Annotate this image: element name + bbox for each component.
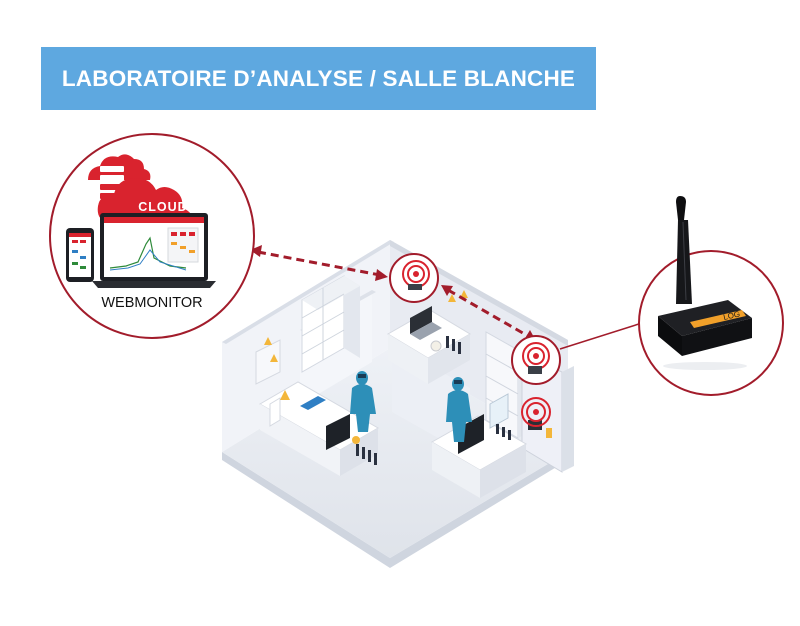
data-logger-antenna-icon: LOG [658, 196, 752, 370]
callout-line-device [559, 322, 643, 350]
laptop-icon [92, 213, 216, 288]
lab-room-illustration [222, 240, 574, 568]
data-link-cloud-to-sensor [250, 245, 388, 281]
cloud-icon [97, 178, 193, 222]
data-logger-callout: LOG [638, 196, 784, 396]
wireless-sensor-icon [389, 253, 439, 303]
device-label: LOG [722, 309, 740, 322]
webmonitor-label: WEBMONITOR [101, 295, 202, 311]
cloud-label: CLOUD [138, 200, 187, 214]
title-banner [41, 47, 596, 110]
scientist-figure [446, 377, 472, 442]
title-banner-text-box: LABORATOIRE D’ANALYSE / SALLE BLANCHE [41, 47, 596, 110]
cloud-webmonitor-callout: CLOUD WEBMONITOR [49, 133, 255, 339]
page-title: LABORATOIRE D’ANALYSE / SALLE BLANCHE [61, 65, 576, 91]
smartphone-icon [66, 228, 94, 282]
wireless-sensor-icon [521, 397, 551, 427]
wireless-sensor-icon [511, 335, 561, 385]
scientist-figure [350, 371, 376, 432]
